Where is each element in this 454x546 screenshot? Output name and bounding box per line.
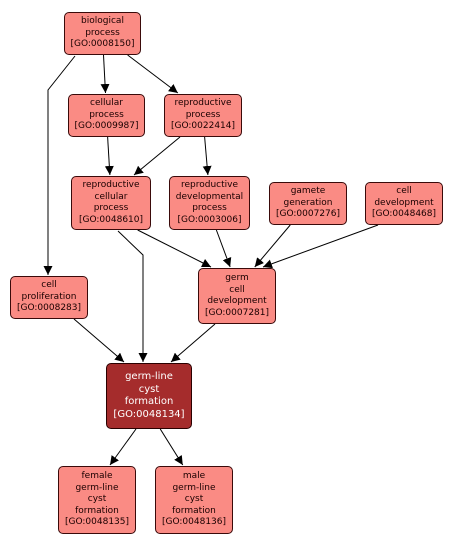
go-term-label-line: male — [182, 471, 206, 482]
go-term-label-line: formation — [124, 396, 174, 407]
go-term-label-line: process — [85, 27, 120, 38]
go-term-label-line: [GO:0022414] — [170, 121, 236, 132]
go-term-label-line: [GO:0008283] — [16, 303, 82, 314]
go-term-label-line: cyst — [184, 494, 204, 505]
go-term-label-line: cyst — [138, 383, 160, 395]
go-term-label-line: reproductive — [174, 98, 232, 109]
go-term-label-line: cellular — [90, 98, 123, 109]
go-term-label-line: [GO:0008150] — [70, 39, 135, 50]
go-term-label-line: [GO:0048468] — [371, 209, 437, 220]
edge-arrow — [100, 54, 110, 94]
go-term-label-line: female — [81, 471, 113, 482]
go-term-label-line: development — [207, 296, 267, 306]
edge-arrow — [133, 136, 181, 176]
go-term-label-line: proliferation — [21, 291, 77, 302]
go-term-label-line: cell — [41, 280, 57, 291]
go-term-label-line: germ-line — [172, 482, 216, 493]
go-term-label-line: [GO:0003006] — [177, 214, 242, 225]
go-term-label-line: [GO:0048610] — [78, 214, 144, 225]
go-term-label-line: development — [374, 197, 434, 208]
go-term-label-line: cell — [229, 284, 245, 295]
go-term-label-line: [GO:0048135] — [64, 517, 130, 528]
go-term-label-line: germ — [225, 273, 249, 283]
go-term-label-line: reproductive — [180, 180, 239, 190]
go-term-label-line: [GO:0007276] — [275, 209, 341, 220]
edge-arrow — [159, 428, 184, 466]
go-term-label-line: [GO:0007281] — [204, 307, 270, 318]
go-term-label-line: [GO:0009987] — [74, 121, 139, 132]
go-term-label-line: formation — [172, 505, 216, 516]
edge-arrow — [43, 55, 76, 275]
go-term-label-line: formation — [75, 505, 119, 516]
edge-arrow — [202, 136, 212, 176]
go-term-label-line: reproductive — [82, 180, 140, 190]
go-term-label-line: developmental — [175, 191, 244, 202]
edge-arrow — [127, 54, 179, 94]
go-term-label-line: cyst — [87, 494, 107, 505]
go-term-label-line: gamete — [290, 186, 326, 197]
go-term-label-line: germ-line — [125, 371, 173, 382]
edge-arrow — [104, 136, 114, 176]
edge-arrow — [73, 318, 125, 363]
go-term-label-line: cellular — [94, 191, 128, 202]
edge-arrow — [170, 323, 216, 363]
edge-arrow — [254, 224, 291, 268]
edge-arrow — [109, 428, 137, 466]
go-term-label-line: cell — [396, 186, 412, 197]
edge-arrow — [262, 224, 379, 269]
go-term-label-line: [GO:0048134] — [113, 408, 185, 420]
go-term-label-line: generation — [283, 197, 333, 208]
go-term-label-line: process — [192, 203, 227, 213]
go-term-label-line: germ-line — [75, 482, 119, 493]
go-term-label-line: [GO:0048136] — [161, 517, 227, 528]
edge-arrow — [117, 230, 148, 362]
go-term-label-line: process — [89, 109, 124, 120]
go-term-label-line: process — [93, 203, 129, 213]
edge-arrow — [137, 229, 212, 268]
go-term-label-line: biological — [81, 16, 124, 27]
go-term-label-line: process — [185, 109, 221, 120]
edge-arrow — [215, 229, 232, 268]
